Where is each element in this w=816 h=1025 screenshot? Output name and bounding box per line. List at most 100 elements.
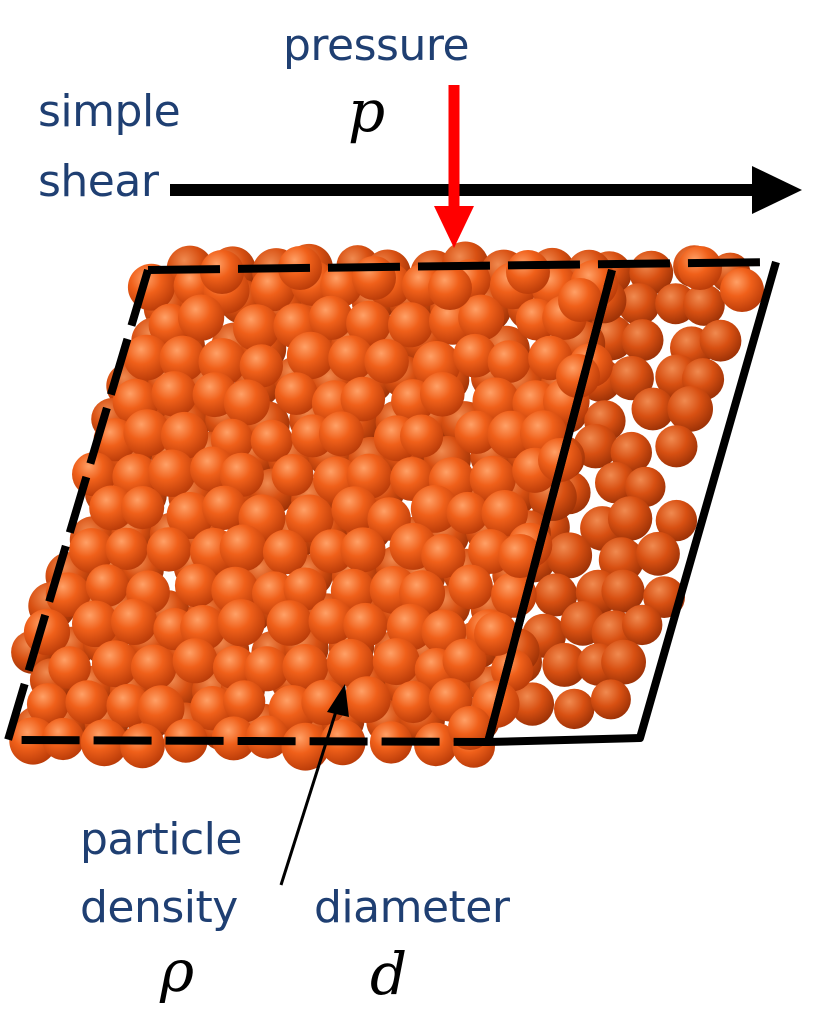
- particle: [137, 685, 185, 733]
- particle: [239, 344, 283, 388]
- particle: [111, 598, 158, 646]
- particle: [343, 602, 388, 648]
- particle: [281, 722, 330, 771]
- particle: [506, 250, 550, 294]
- particle: [121, 486, 165, 530]
- shear-label-line2: shear: [38, 156, 159, 207]
- particle: [308, 598, 354, 644]
- particle: [262, 529, 308, 575]
- particle: [678, 246, 722, 290]
- particle: [655, 499, 698, 542]
- particle: [554, 688, 595, 730]
- pressure-symbol: p: [348, 77, 386, 145]
- particle: [69, 528, 115, 574]
- particle: [598, 537, 645, 583]
- particle: [420, 372, 465, 417]
- particle: [160, 411, 209, 460]
- particle: [146, 527, 192, 572]
- particle: [219, 524, 267, 572]
- particle: [487, 340, 531, 383]
- particle: [607, 496, 653, 541]
- particle: [340, 376, 386, 422]
- particle: [343, 676, 391, 723]
- particle: [453, 333, 497, 378]
- particle: [250, 419, 293, 462]
- particle: [617, 283, 660, 326]
- particle: [123, 409, 171, 457]
- particle-label-line2: density: [80, 882, 238, 933]
- simulation-box-outline: [4, 258, 780, 746]
- particle: [200, 250, 244, 294]
- particle: [481, 490, 528, 537]
- particle: [326, 638, 375, 687]
- particle: [448, 564, 494, 610]
- particle: [400, 414, 444, 458]
- particle: [590, 679, 631, 720]
- particle: [655, 425, 698, 468]
- particle: [328, 335, 374, 382]
- particle: [546, 532, 593, 579]
- particle: [340, 527, 386, 573]
- particle: [352, 256, 396, 300]
- particle: [667, 386, 713, 432]
- particle: [308, 295, 353, 340]
- box-top-edge: [147, 258, 777, 274]
- particle-pointer-arrow: [279, 684, 349, 886]
- particle: [89, 485, 134, 531]
- particle: [558, 278, 602, 322]
- particle: [421, 533, 466, 579]
- particle: [286, 331, 335, 380]
- particle: [212, 645, 257, 690]
- shear-arrow: [170, 166, 802, 214]
- particle: [159, 335, 206, 382]
- particle: [72, 600, 119, 648]
- particle: [542, 642, 587, 687]
- particle-packing-front: [9, 241, 764, 771]
- box-right-edge: [487, 260, 780, 746]
- particle: [223, 379, 270, 426]
- shear-label-line1: simple: [38, 86, 181, 137]
- particle: [211, 716, 256, 761]
- particle: [130, 644, 177, 691]
- particle: [266, 600, 313, 646]
- particle: [458, 294, 505, 341]
- particle: [622, 604, 663, 646]
- particle: [91, 640, 139, 688]
- particle: [454, 410, 498, 454]
- particle: [534, 573, 578, 617]
- particle: [474, 612, 518, 656]
- particle: [172, 638, 218, 684]
- box-front-face: [4, 268, 616, 746]
- pressure-arrow: [434, 85, 474, 248]
- particle: [166, 492, 214, 539]
- particle: [283, 567, 327, 611]
- particle: [151, 371, 198, 417]
- density-symbol: ρ: [160, 937, 195, 1005]
- particle: [372, 638, 420, 686]
- particle: [636, 531, 680, 576]
- particle: [274, 372, 318, 415]
- diameter-label: diameter: [314, 882, 510, 933]
- particle: [85, 564, 129, 607]
- particle: [609, 356, 654, 401]
- particle: [123, 334, 170, 381]
- particle: [392, 680, 435, 724]
- diameter-symbol: d: [370, 940, 408, 1008]
- particle: [699, 319, 742, 362]
- particle: [428, 266, 472, 310]
- pressure-label: pressure: [283, 20, 470, 71]
- particle-label-line1: particle: [80, 814, 242, 865]
- particle: [202, 485, 247, 530]
- particle: [410, 485, 459, 533]
- particle: [595, 462, 637, 504]
- particle: [331, 486, 378, 533]
- particle: [148, 449, 196, 497]
- particle: [219, 452, 264, 497]
- particle: [446, 491, 489, 535]
- particle: [442, 638, 487, 683]
- particle: [720, 268, 764, 312]
- particle: [683, 284, 725, 326]
- particle: [178, 294, 225, 341]
- particle: [364, 339, 409, 384]
